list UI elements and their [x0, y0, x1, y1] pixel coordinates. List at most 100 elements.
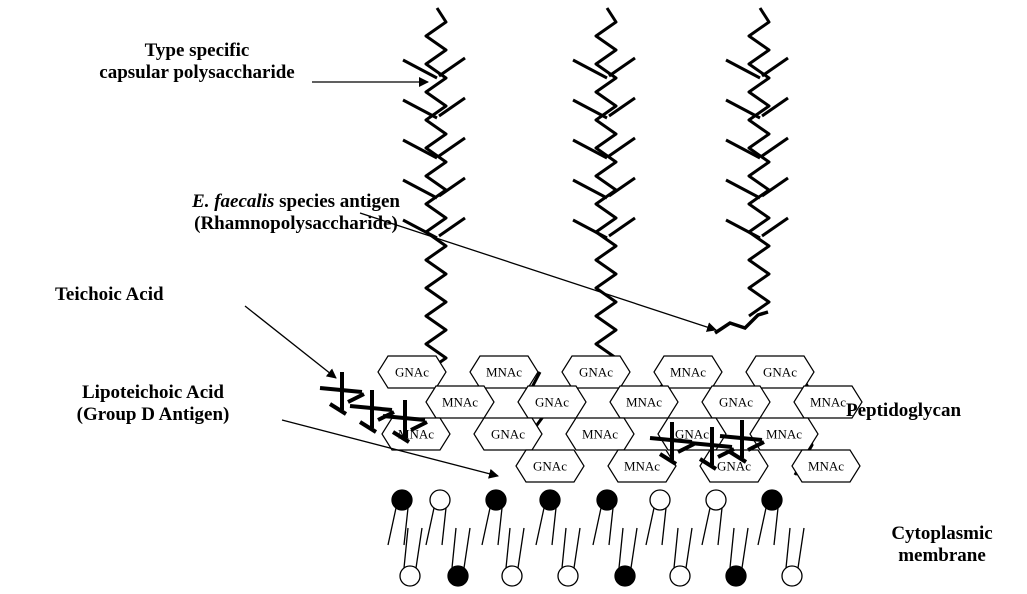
- hexagon-label: MNAc: [486, 365, 522, 380]
- lipid-tail: [609, 508, 613, 545]
- lipid-inner: [448, 528, 470, 586]
- sugar-hexagon: MNAc: [470, 356, 538, 388]
- lipoteichoic-acid-label: Lipoteichoic Acid (Group D Antigen): [28, 382, 278, 426]
- cytoplasmic-membrane-label: Cytoplasmic membrane: [872, 523, 1012, 567]
- hexagon-label: GNAc: [719, 395, 753, 410]
- membrane-label-line2: membrane: [872, 545, 1012, 567]
- lipid-head: [726, 566, 746, 586]
- teichoic-bar: [320, 388, 362, 392]
- sugar-hexagon: MNAc: [654, 356, 722, 388]
- lipid-tail: [686, 528, 692, 568]
- hexagon-label: GNAc: [579, 365, 613, 380]
- lipid-outer: [758, 490, 782, 545]
- capsule-chain: [749, 8, 769, 316]
- hexagon-label: MNAc: [810, 395, 846, 410]
- lipid-tail: [742, 528, 748, 568]
- hexagon-label: MNAc: [582, 427, 618, 442]
- hexagon-label: GNAc: [533, 459, 567, 474]
- lipid-tail: [674, 528, 678, 568]
- lipid-inner: [400, 528, 422, 586]
- lipid-tail: [482, 508, 490, 545]
- capsule-branch: [609, 58, 635, 76]
- capsule-branch: [439, 58, 465, 76]
- lipid-inner: [726, 528, 748, 586]
- lipid-inner: [558, 528, 580, 586]
- capsular-label-line2: capsular polysaccharide: [72, 62, 322, 84]
- sugar-hexagon: GNAc: [474, 418, 542, 450]
- teichoic-bar: [383, 416, 425, 420]
- capsular-label-line1: Type specific: [72, 40, 322, 62]
- lipid-tail: [593, 508, 601, 545]
- lipid-inner: [502, 528, 524, 586]
- lipid-head: [670, 566, 690, 586]
- lipid-tail: [552, 508, 556, 545]
- lipid-tail: [416, 528, 422, 568]
- lipid-tail: [631, 528, 637, 568]
- lipid-outer: [426, 490, 450, 545]
- lipid-outer: [593, 490, 617, 545]
- sugar-hexagon: GNAc: [516, 450, 584, 482]
- hexagon-label: MNAc: [808, 459, 844, 474]
- hexagon-label: MNAc: [624, 459, 660, 474]
- sugar-hexagon: MNAc: [566, 418, 634, 450]
- lipid-head: [597, 490, 617, 510]
- hexagon-label: MNAc: [442, 395, 478, 410]
- hexagon-label: MNAc: [766, 427, 802, 442]
- membrane-label-line1: Cytoplasmic: [872, 523, 1012, 545]
- sugar-hexagon: MNAc: [792, 450, 860, 482]
- species-name: E. faecalis: [192, 191, 274, 212]
- capsule-branch: [726, 180, 760, 198]
- cytoplasmic-membrane: [388, 490, 804, 586]
- capsule-chain: [426, 8, 446, 372]
- lipid-inner: [615, 528, 637, 586]
- lipid-tail: [426, 508, 434, 545]
- lipid-tail: [574, 528, 580, 568]
- lipid-head: [400, 566, 420, 586]
- teichoic-acid-label: Teichoic Acid: [55, 284, 164, 306]
- lipid-tail: [798, 528, 804, 568]
- capsule-branch: [726, 100, 760, 118]
- hexagon-label: GNAc: [491, 427, 525, 442]
- lipid-head: [392, 490, 412, 510]
- lipid-tail: [442, 508, 446, 545]
- lipid-tail: [646, 508, 654, 545]
- sugar-hexagon: MNAc: [426, 386, 494, 418]
- lipid-tail: [662, 508, 666, 545]
- teichoic-arrow: [245, 306, 336, 378]
- sugar-hexagon: GNAc: [702, 386, 770, 418]
- sugar-hexagon: GNAc: [746, 356, 814, 388]
- sugar-hexagon: GNAc: [562, 356, 630, 388]
- lipid-tail: [464, 528, 470, 568]
- capsule-chain: [596, 8, 616, 372]
- lipid-outer: [482, 490, 506, 545]
- sugar-hexagon: MNAc: [610, 386, 678, 418]
- lipid-tail: [498, 508, 502, 545]
- lipid-head: [430, 490, 450, 510]
- peptidoglycan-label: Peptidoglycan: [846, 400, 961, 422]
- species-antigen-text: species antigen: [274, 191, 400, 212]
- lipid-tail: [388, 508, 396, 545]
- lipid-head: [706, 490, 726, 510]
- lipid-tail: [536, 508, 544, 545]
- lipid-tail: [718, 508, 722, 545]
- lipid-tail: [730, 528, 734, 568]
- capsule-branch: [762, 58, 788, 76]
- hexagon-label: GNAc: [535, 395, 569, 410]
- hexagon-label: GNAc: [763, 365, 797, 380]
- capsule-branch: [573, 100, 607, 118]
- lipid-tail: [774, 508, 778, 545]
- lipid-inner: [782, 528, 804, 586]
- lipid-outer: [388, 490, 412, 545]
- species-antigen-line2: (Rhamnopolysaccharide): [176, 213, 416, 235]
- teichoic-branch: [348, 394, 364, 402]
- capsular-polysaccharide-label: Type specific capsular polysaccharide: [72, 40, 322, 84]
- lipid-outer: [536, 490, 560, 545]
- capsule-branch: [609, 138, 635, 156]
- lipid-head: [762, 490, 782, 510]
- lipid-tail: [786, 528, 790, 568]
- lipid-tail: [702, 508, 710, 545]
- hexagon-label: MNAc: [670, 365, 706, 380]
- capsule-branch: [573, 180, 607, 198]
- sugar-hexagon: MNAc: [608, 450, 676, 482]
